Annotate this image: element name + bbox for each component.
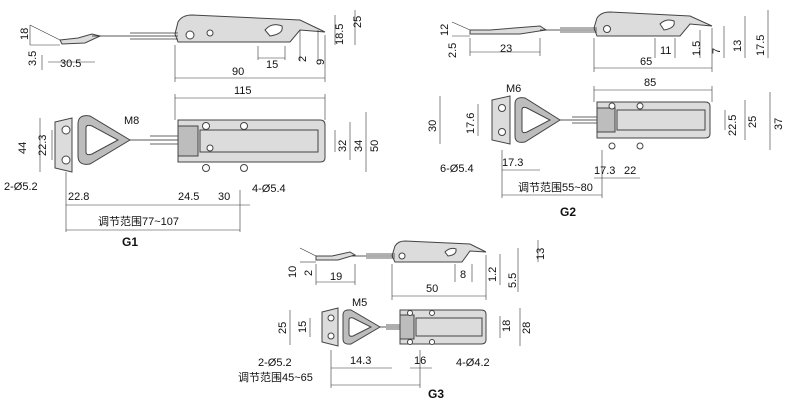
g3-adjust-range: 调节范围45~65 (238, 370, 313, 384)
g2-dim-2-5: 2.5 (447, 43, 459, 58)
g3-dim-length-50: 50 (426, 283, 438, 295)
g2-dim-30: 30 (427, 120, 439, 132)
g1-thread-m8: M8 (124, 115, 139, 127)
g3-thread-m5: M5 (352, 297, 367, 309)
g1-dim-2: 2 (297, 56, 309, 62)
g2-adjust-range: 调节范围55~80 (518, 180, 593, 194)
g1-dim-length-90: 90 (232, 66, 244, 78)
g3-side-dims: 10 2 19 50 8 1.2 5.5 13 (287, 248, 547, 295)
g1-dim-30: 30 (218, 191, 230, 203)
g3-dim-28: 28 (521, 322, 533, 334)
g2-dim-22-5: 22.5 (727, 115, 739, 136)
g1-dim-3-5: 3.5 (27, 51, 39, 66)
g2-dim-11: 11 (660, 45, 671, 57)
g3-dim-2: 2 (303, 270, 315, 276)
g1-holes-4x5-4: 4-Ø5.4 (252, 183, 286, 195)
g2-side-dims: 12 2.5 23 65 11 1.5 7 13 17.5 (439, 24, 767, 68)
g3-holes-4x4-2: 4-Ø4.2 (456, 357, 490, 369)
g2-dim-length-65: 65 (640, 56, 652, 68)
g3-dim-14-3: 14.3 (350, 355, 371, 367)
g1-dim-18-5: 18.5 (334, 24, 346, 45)
g1-side-view (29, 10, 356, 82)
g3-label: G3 (428, 387, 444, 401)
g1-dim-50: 50 (369, 140, 381, 152)
g1-plan-dims: 115 M8 44 22.3 32 34 50 2-Ø5.2 22.8 24.5… (4, 85, 381, 249)
g3-dim-18: 18 (501, 320, 513, 332)
g1-label: G1 (122, 235, 138, 249)
g1-dim-30-5: 30.5 (60, 58, 81, 70)
g1-dim-25: 25 (352, 16, 364, 28)
g3-dim-25: 25 (277, 322, 289, 334)
g3-dim-16: 16 (414, 355, 426, 367)
g2-thread-m6: M6 (506, 83, 521, 95)
g2-dim-17-6: 17.6 (465, 113, 477, 134)
g3-dim-8: 8 (460, 269, 466, 281)
g2-dim-25: 25 (747, 116, 759, 128)
g1-adjust-range: 调节范围77~107 (98, 214, 179, 228)
g1-side-dims: 18 3.5 30.5 90 15 2 9 18.5 25 (19, 16, 364, 78)
g3-holes-2x5-2: 2-Ø5.2 (258, 357, 292, 369)
g3-dim-5-5: 5.5 (507, 273, 519, 288)
g2-dim-length-85: 85 (644, 77, 656, 89)
g3-dim-10: 10 (287, 266, 299, 278)
g2-plan-dims: 85 M6 30 17.6 22.5 25 37 6-Ø5.4 17.3 17.… (427, 77, 785, 219)
g1-dim-length-115: 115 (234, 85, 252, 97)
g1-dim-22-3: 22.3 (37, 135, 49, 156)
g2-dim-22: 22 (624, 165, 636, 177)
g3-dim-13: 13 (535, 248, 547, 260)
g2-dim-37: 37 (773, 118, 785, 130)
g3-dim-1-2: 1.2 (487, 267, 499, 282)
g3-dim-19: 19 (330, 271, 342, 283)
g2-dim-12: 12 (439, 24, 451, 36)
g2-dim-7: 7 (711, 48, 723, 54)
g2-dim-17-3-left: 17.3 (502, 157, 523, 169)
g1-dim-9: 9 (315, 59, 327, 65)
g3-plan-dims: M5 25 15 18 28 2-Ø5.2 14.3 16 4-Ø4.2 调节范… (238, 297, 533, 401)
g2-dim-23: 23 (500, 43, 512, 55)
g2-label: G2 (560, 205, 576, 219)
g2-dim-13: 13 (732, 40, 744, 52)
g1-dim-height-18: 18 (19, 28, 31, 40)
g3-dim-15: 15 (297, 321, 309, 333)
g1-dim-15: 15 (266, 59, 278, 71)
g3-plan-view (289, 307, 521, 388)
g1-plan-view (39, 94, 367, 232)
g2-dim-1-5: 1.5 (691, 41, 703, 56)
g2-side-view (451, 10, 769, 72)
g1-dim-44: 44 (17, 142, 29, 154)
g1-dim-22-8: 22.8 (68, 191, 89, 203)
g3-side-view (299, 240, 539, 300)
g2-plan-view (439, 86, 771, 198)
g2-holes-6x5-4: 6-Ø5.4 (440, 163, 474, 175)
g2-dim-17-5: 17.5 (755, 35, 767, 56)
g1-dim-34: 34 (353, 140, 365, 152)
g1-holes-2x5-2: 2-Ø5.2 (4, 181, 38, 193)
g2-dim-17-3-right: 17.3 (594, 165, 615, 177)
g1-dim-32: 32 (337, 140, 349, 152)
g1-dim-24-5: 24.5 (178, 191, 199, 203)
